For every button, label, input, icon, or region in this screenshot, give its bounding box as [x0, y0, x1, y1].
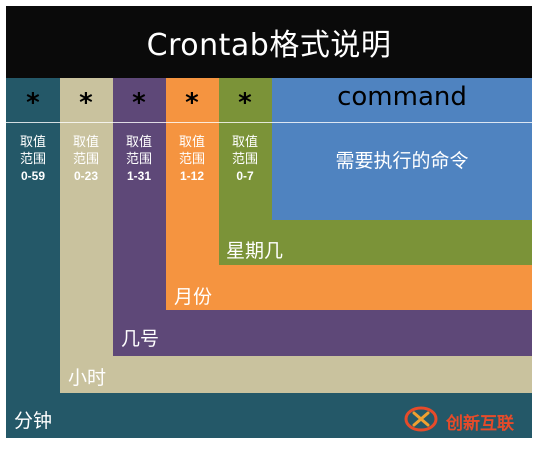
day-star: *: [131, 88, 147, 118]
range-caption: 取值: [125, 135, 152, 150]
day-range: 取值 范围 1-31: [114, 134, 164, 185]
minute-range: 取值 范围 0-59: [8, 134, 58, 185]
weekday-range: 取值 范围 0-7: [220, 134, 270, 185]
range-caption: 取值: [178, 135, 205, 150]
watermark-text: 创新互联: [446, 413, 514, 434]
minute-label: 分钟: [14, 410, 53, 432]
range-value: 1-31: [126, 169, 152, 183]
range-caption: 范围: [19, 152, 46, 167]
range-caption: 取值: [231, 135, 258, 150]
range-caption: 范围: [178, 152, 205, 167]
minute-star: *: [25, 88, 41, 118]
month-star: *: [184, 88, 200, 118]
command-description: 需要执行的命令: [335, 150, 469, 172]
range-value: 0-59: [20, 169, 46, 183]
day-label: 几号: [121, 328, 160, 350]
brand-logo-icon: [404, 405, 438, 437]
hour-range: 取值 范围 0-23: [61, 134, 111, 185]
range-value: 0-7: [236, 169, 254, 183]
range-value: 1-12: [179, 169, 205, 183]
watermark-logo: 创新互联: [396, 398, 536, 444]
hour-label: 小时: [68, 367, 107, 389]
command-label: command: [337, 82, 467, 112]
month-label: 月份: [174, 286, 213, 308]
month-range: 取值 范围 1-12: [167, 134, 217, 185]
range-value: 0-23: [73, 169, 99, 183]
hour-star: *: [78, 88, 94, 118]
range-caption: 范围: [231, 152, 258, 167]
separator-line: [6, 122, 532, 123]
range-caption: 范围: [72, 152, 99, 167]
diagram-title: Crontab格式说明: [6, 6, 532, 78]
band-command: [272, 78, 532, 220]
range-caption: 范围: [125, 152, 152, 167]
range-caption: 取值: [72, 135, 99, 150]
weekday-star: *: [237, 88, 253, 118]
range-caption: 取值: [19, 135, 46, 150]
weekday-label: 星期几: [226, 240, 284, 262]
